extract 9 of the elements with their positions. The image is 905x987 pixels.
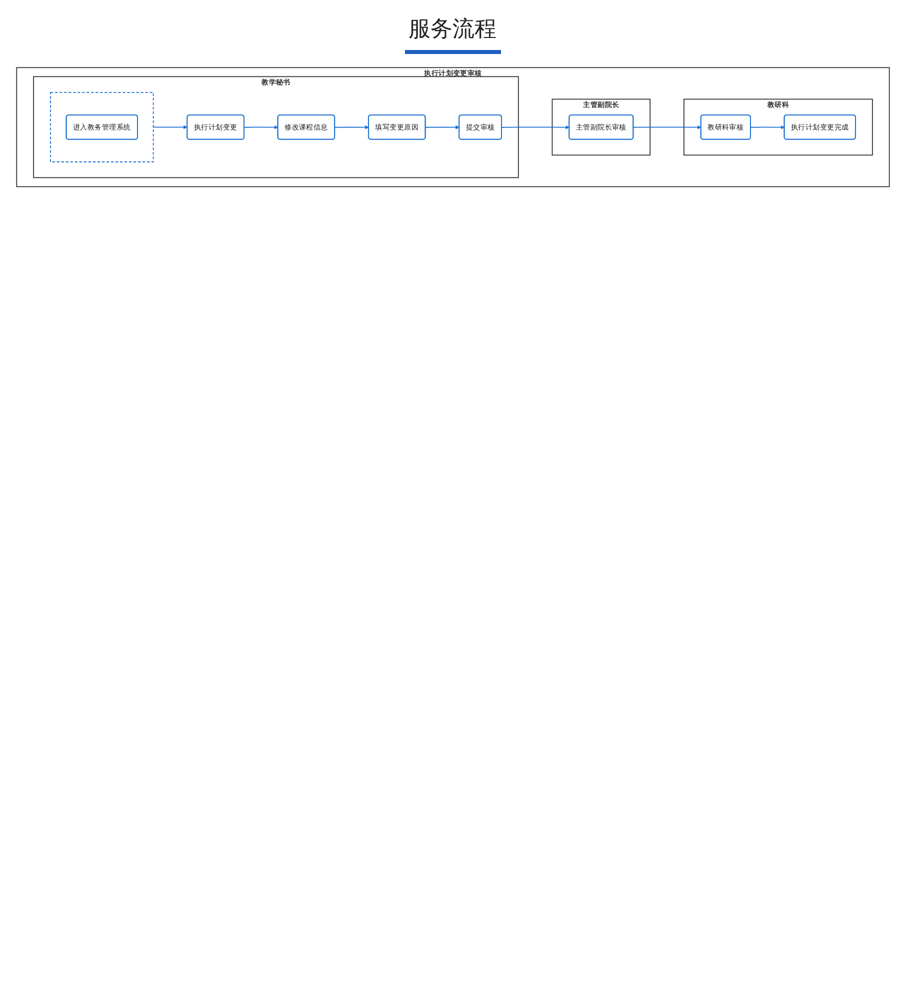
arrow xyxy=(500,125,570,130)
cluster xyxy=(50,92,154,162)
arrow xyxy=(632,125,701,130)
arrow xyxy=(750,125,784,130)
arrow xyxy=(424,125,459,130)
arrow xyxy=(243,125,278,130)
arrow xyxy=(152,125,187,130)
page-title: 服务流程 xyxy=(404,14,500,54)
arrow xyxy=(334,125,368,130)
